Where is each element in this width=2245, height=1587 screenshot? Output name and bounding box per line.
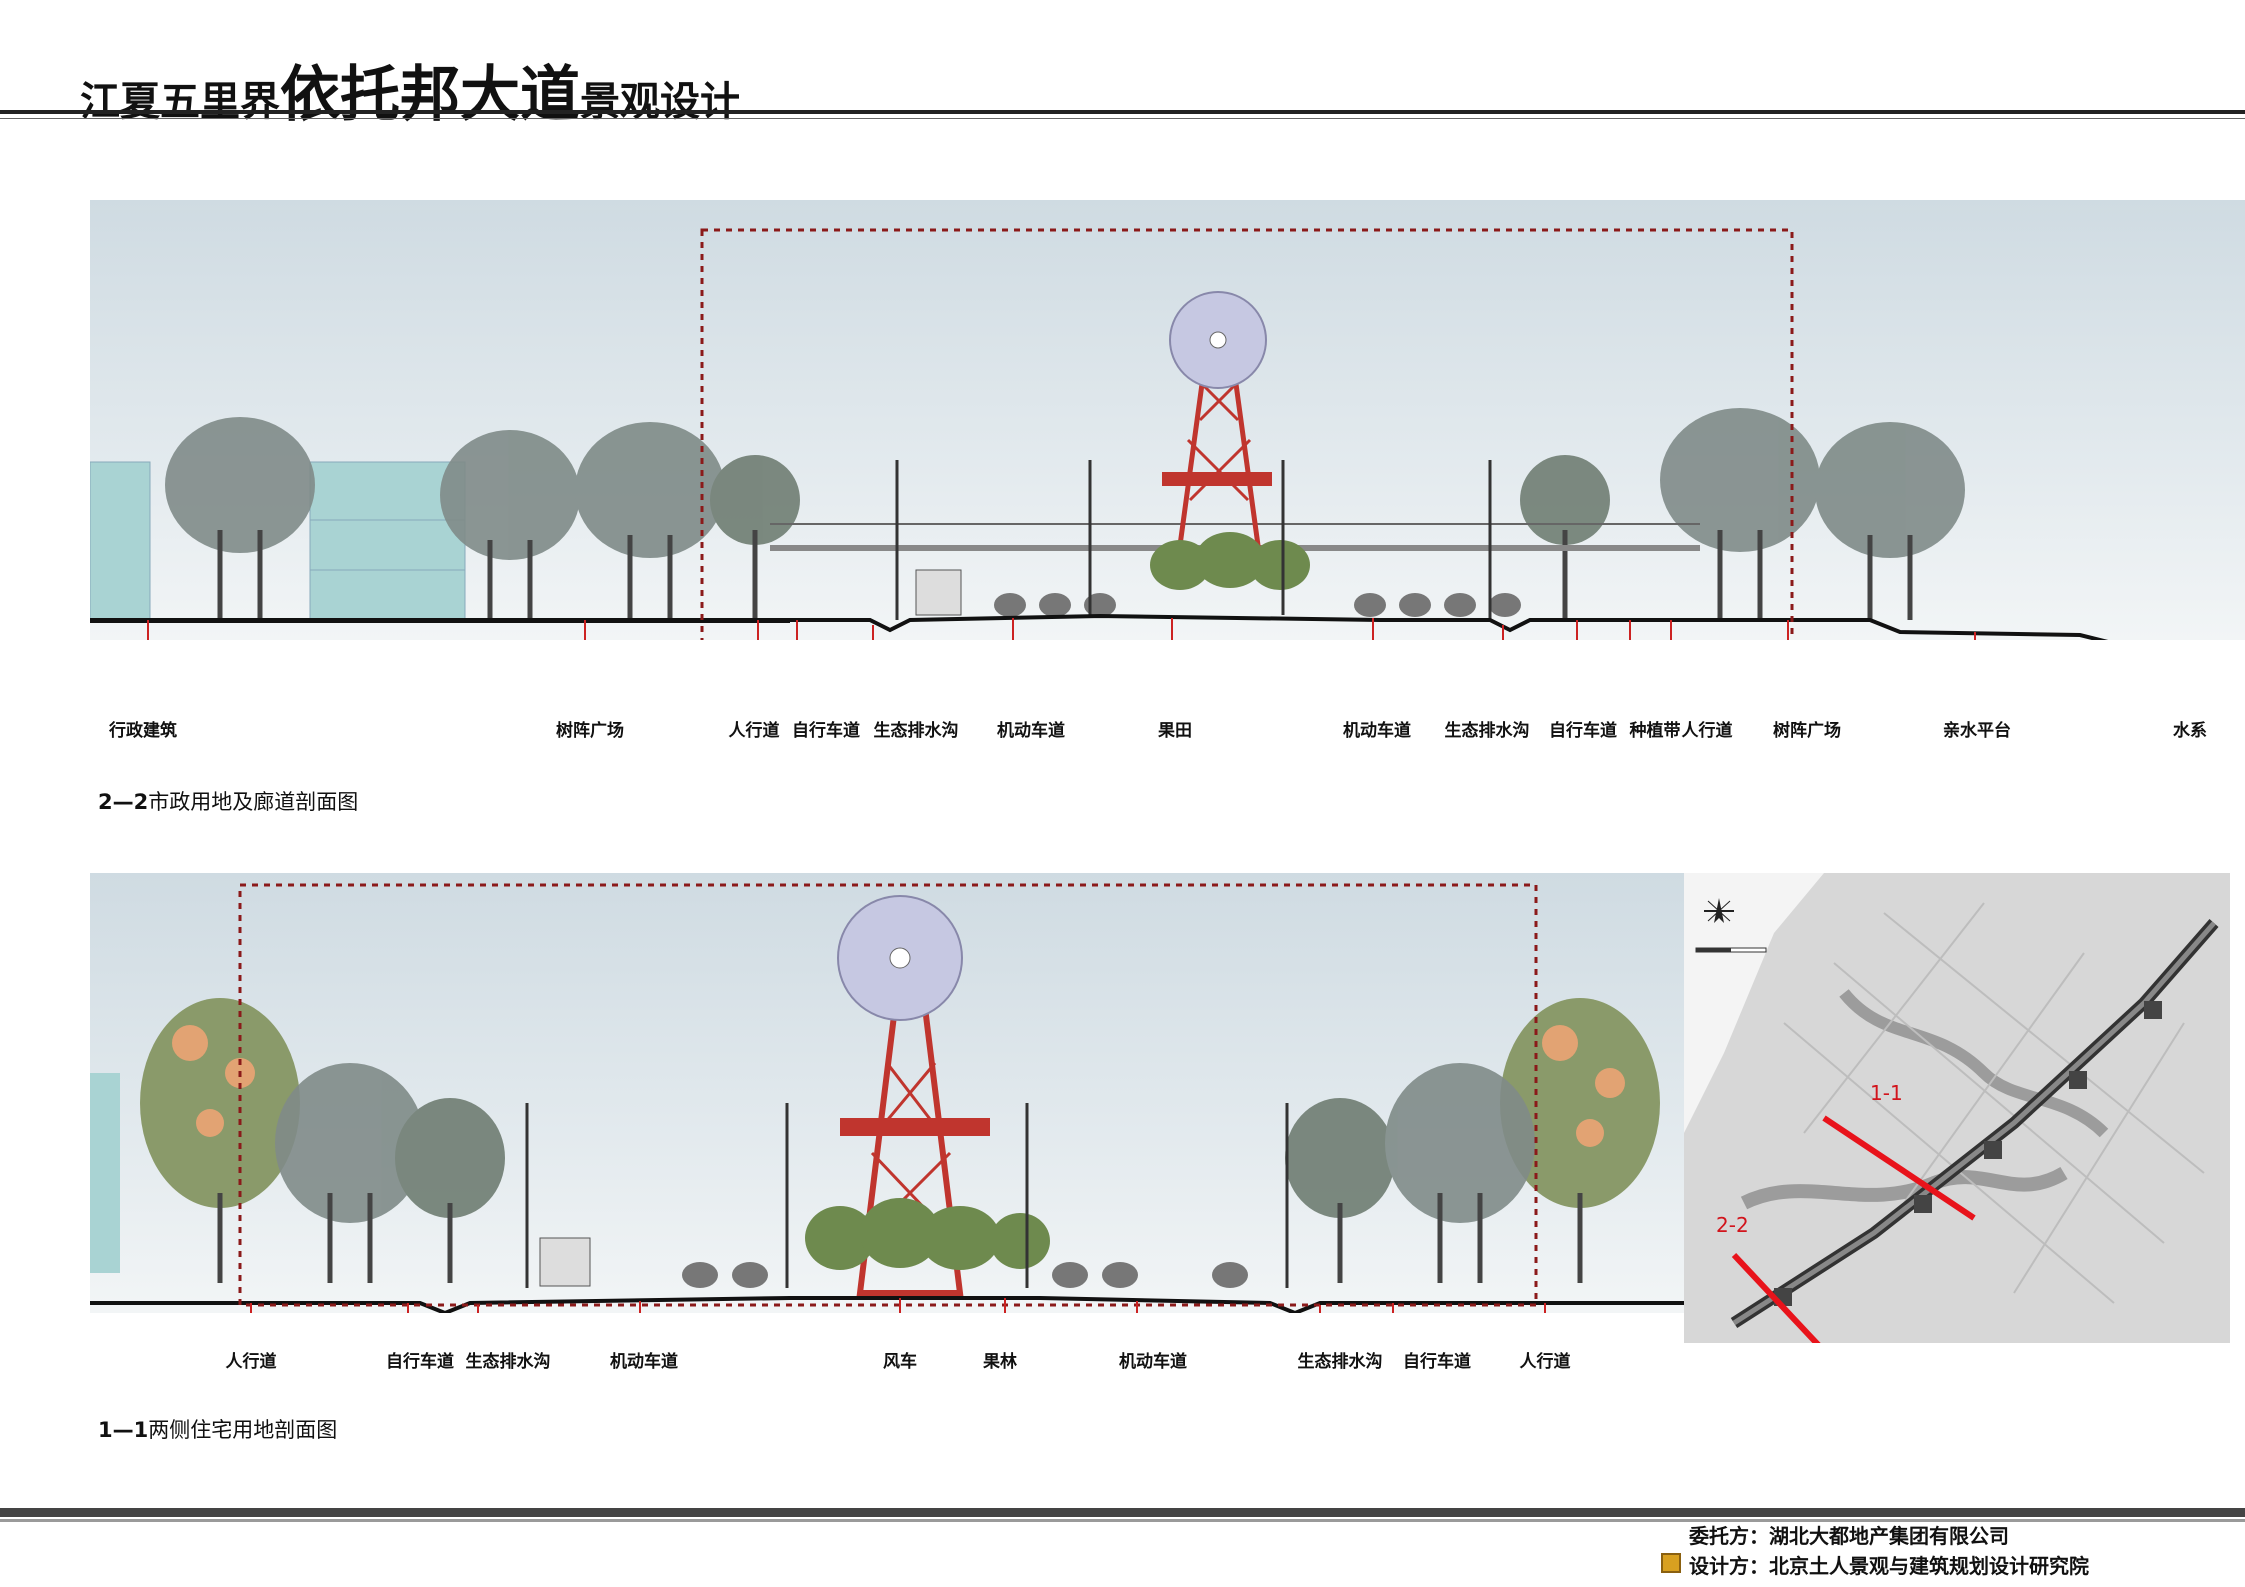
lamp-posts <box>895 460 1492 620</box>
section-2-2-caption: 2—2市政用地及廊道剖面图 <box>98 786 358 816</box>
label-motor-lane: 机动车道 <box>610 1352 678 1372</box>
label-sidewalk: 人行道 <box>225 1352 277 1372</box>
label-admin-building: 行政建筑 <box>109 721 177 741</box>
label-eco-ditch: 生态排水沟 <box>873 721 959 741</box>
ground-line <box>90 618 790 623</box>
footer-rule <box>0 1508 2245 1517</box>
north-arrow-icon <box>1704 898 1734 923</box>
highlight-box <box>700 228 1794 640</box>
caption-text: 两侧住宅用地剖面图 <box>148 1418 338 1442</box>
header-rule-thin <box>0 118 2245 119</box>
orchard-bushes <box>805 1198 1050 1270</box>
section-2-2-svg <box>90 228 2109 640</box>
footer-client: 委托方：湖北大都地产集团有限公司 <box>1689 1524 2009 1548</box>
label-sidewalk: 人行道 <box>1681 721 1733 741</box>
map-blocks <box>1783 902 2205 1304</box>
footer-rule-thin <box>0 1519 2245 1522</box>
map-light-area <box>1684 873 1824 1133</box>
street-trees <box>275 1063 1535 1223</box>
vehicles <box>915 569 1521 617</box>
admin-building <box>90 461 151 621</box>
key-map: 1-1 2-2 <box>1684 873 2230 1343</box>
label-sidewalk: 人行道 <box>1519 1352 1571 1372</box>
flower-trees <box>140 998 1660 1208</box>
windmill-tower <box>837 895 990 1296</box>
label-sidewalk: 人行道 <box>728 721 780 741</box>
caption-text: 市政用地及廊道剖面图 <box>148 790 359 814</box>
footer-designer: 设计方：北京土人景观与建筑规划设计研究院 <box>1689 1554 2089 1578</box>
label-bike-lane: 自行车道 <box>1403 1352 1471 1372</box>
orchard-bushes <box>1150 532 1310 590</box>
label-windmill: 风车 <box>883 1352 917 1372</box>
label-orchard: 果林 <box>983 1352 1017 1372</box>
section-1-1-drawing <box>90 873 1685 1313</box>
tree-grove-left <box>165 417 800 560</box>
tree-trunks <box>217 1193 1583 1283</box>
key-map-svg <box>1684 873 2230 1343</box>
label-motor-lane: 机动车道 <box>997 721 1065 741</box>
ground-line <box>90 1296 1685 1313</box>
label-eco-ditch: 生态排水沟 <box>1297 1352 1383 1372</box>
title-part3: 景观设计 <box>580 79 740 125</box>
label-bike-lane: 自行车道 <box>386 1352 454 1372</box>
callout-lines <box>147 618 1976 640</box>
highlight-box <box>238 883 1538 1307</box>
label-tree-plaza: 树阵广场 <box>556 721 624 741</box>
label-motor-lane: 机动车道 <box>1343 721 1411 741</box>
scale-bar <box>1695 947 1767 953</box>
lamp-posts <box>525 1103 1289 1288</box>
label-waterfront-platform: 亲水平台 <box>1943 721 2011 741</box>
section-1-1-svg <box>90 883 1685 1313</box>
section-2-2-drawing <box>90 200 2245 640</box>
label-fruit-field: 果田 <box>1158 721 1192 741</box>
designer-logo-icon <box>1661 1553 1681 1573</box>
title-part1: 江夏五里界 <box>80 79 280 125</box>
label-motor-lane: 机动车道 <box>1119 1352 1187 1372</box>
tree-trunks-left <box>217 530 758 620</box>
header-rule <box>0 110 2245 114</box>
label-tree-plaza: 树阵广场 <box>1773 721 1841 741</box>
label-eco-ditch: 生态排水沟 <box>1444 721 1530 741</box>
callout-lines <box>250 1298 1546 1313</box>
label-planting-strip: 种植带 <box>1629 721 1681 741</box>
caption-code: 1—1 <box>98 1418 149 1442</box>
vehicles <box>539 1237 1248 1288</box>
label-bike-lane: 自行车道 <box>1549 721 1617 741</box>
title-part2: 依托邦大道 <box>280 60 580 130</box>
tree-grove-right <box>1520 408 1965 558</box>
tree-trunks-right <box>1562 530 1913 620</box>
label-eco-ditch: 生态排水沟 <box>465 1352 551 1372</box>
label-bike-lane: 自行车道 <box>792 721 860 741</box>
windmill-tower <box>1162 291 1272 563</box>
label-water-system: 水系 <box>2173 721 2207 741</box>
page-title: 江夏五里界依托邦大道景观设计 <box>80 46 740 133</box>
section-1-1-caption: 1—1两侧住宅用地剖面图 <box>98 1414 337 1444</box>
marker-line-1-1 <box>1822 1115 1976 1221</box>
map-label-2-2: 2-2 <box>1716 1213 1749 1237</box>
residential-building <box>90 1073 120 1273</box>
map-label-1-1: 1-1 <box>1870 1081 1903 1105</box>
marker-line-2-2 <box>1731 1252 1821 1343</box>
caption-code: 2—2 <box>98 790 149 814</box>
